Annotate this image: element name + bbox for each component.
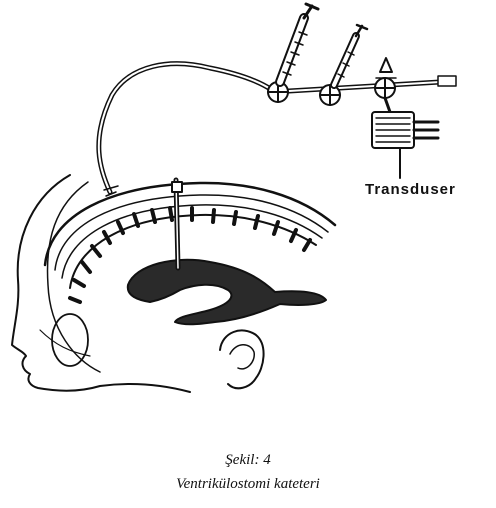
figure-title: Ventrikülostomi kateteri [0, 476, 496, 493]
transducer-device [372, 98, 438, 178]
ventriculostomy-illustration [0, 0, 496, 430]
syringe-large [280, 4, 318, 82]
stopcock-2 [320, 85, 340, 105]
syringe-small [334, 25, 367, 85]
drainage-tubing [99, 64, 272, 192]
ear [220, 330, 264, 388]
figure-number: Şekil: 4 [0, 452, 496, 469]
stopcock-3 [375, 78, 395, 98]
lateral-ventricle [128, 260, 326, 325]
transducer-label: Transduser [365, 181, 456, 198]
